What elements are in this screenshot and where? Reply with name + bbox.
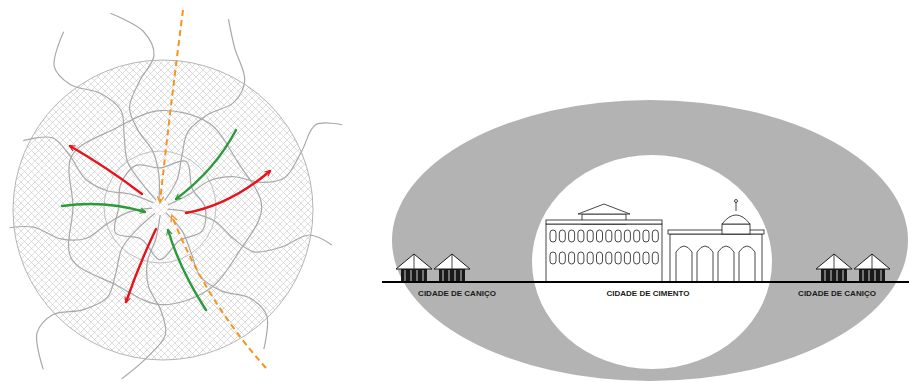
window [615,252,621,264]
window [643,252,649,264]
window [615,230,621,242]
window [550,252,556,264]
outward-arrows [70,146,270,302]
window [652,230,658,242]
reed-huts [396,254,890,282]
cement-city-core: CIDADE DE CIMENTO [532,155,772,369]
area-label: CIDADE DE CIMENTO [607,290,690,299]
window [578,230,584,242]
road-line [165,19,245,200]
reed-hut [816,254,852,282]
window [597,230,603,242]
window [550,230,556,242]
reed-city-ring: CIDADE DE CANIÇO CIDADE DE CANIÇO CIDADE D… [392,100,908,381]
road-network [9,13,342,379]
ellipse-outline [532,155,772,369]
window [624,230,630,242]
window [587,230,593,242]
inward-arrows [62,130,236,310]
arched-door [697,246,713,282]
window [606,252,612,264]
window [624,252,630,264]
arched-door [718,246,734,282]
cement-buildings [546,200,764,283]
reed-hut [434,254,470,282]
ground-line [382,281,909,283]
window [569,252,575,264]
road-line [168,209,332,252]
window [578,252,584,264]
ring-road [68,111,261,305]
road-line [168,123,343,205]
transit-axis [160,10,266,368]
window [652,252,658,264]
arched-door [739,246,755,282]
window [587,252,593,264]
road-line [23,137,153,203]
ring-road [114,161,206,260]
window [634,230,640,242]
window [559,230,565,242]
window [569,230,575,242]
reed-hut [396,254,432,282]
window [597,252,603,264]
window [606,230,612,242]
window [634,252,640,264]
area-label: CIDADE DE CANIÇO [798,290,876,299]
arched-door [676,246,692,282]
road-line [9,208,152,240]
area-label: CIDADE DE CANIÇO [418,290,496,299]
window [643,230,649,242]
reed-hut [854,254,890,282]
window [559,252,565,264]
